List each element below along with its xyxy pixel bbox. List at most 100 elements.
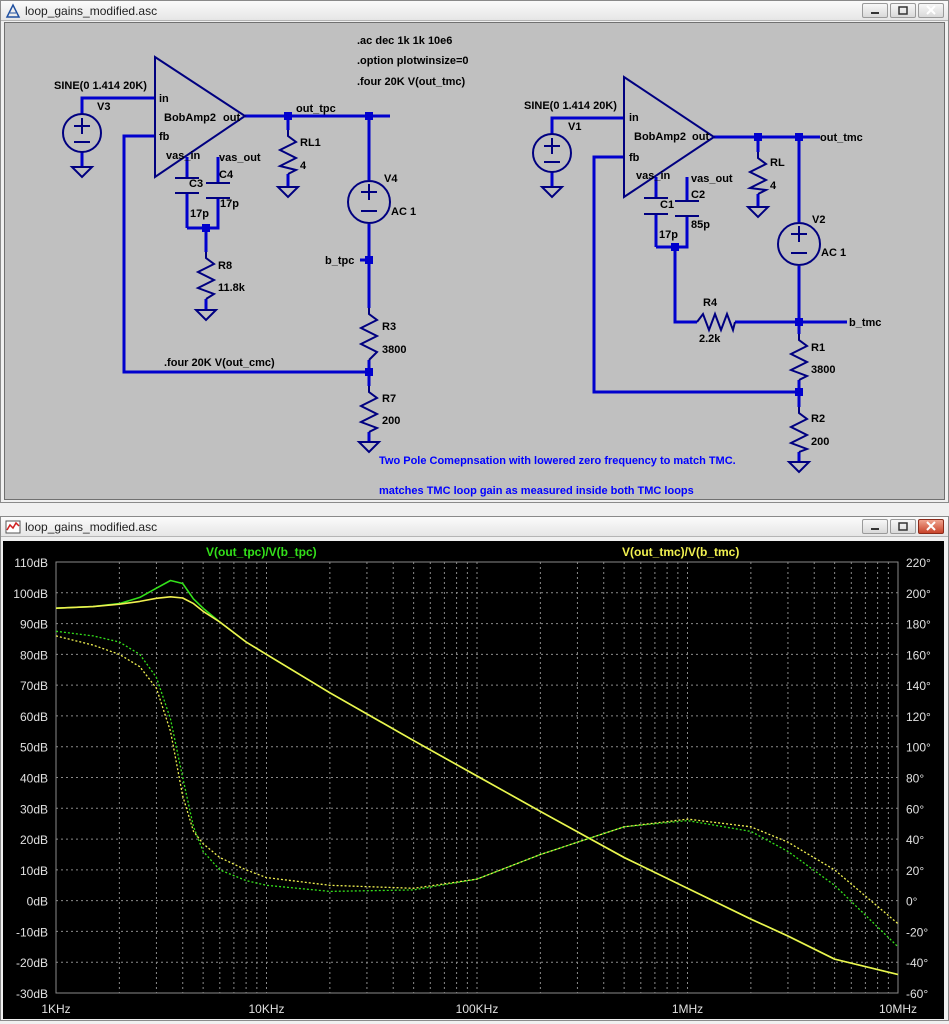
note-line-2: matches TMC loop gain as measured inside… <box>379 485 694 497</box>
out-tmc-label: out_tmc <box>820 132 863 144</box>
v3-name-label: V3 <box>97 101 110 113</box>
v1-name-label: V1 <box>568 121 581 133</box>
magnitude-trace-1 <box>55 595 899 976</box>
c1-value: 17p <box>659 229 678 241</box>
y2-tick-label: 100° <box>906 741 931 755</box>
minimize-button[interactable] <box>862 3 888 18</box>
r7-value: 200 <box>382 415 400 427</box>
phase-trace-2 <box>55 630 899 948</box>
plot-titlebar[interactable]: loop_gains_modified.asc <box>1 517 948 537</box>
y2-tick-label: 20° <box>906 864 924 878</box>
c3-name: C3 <box>189 178 203 190</box>
x-tick-label: 10KHz <box>248 1002 284 1016</box>
restore-icon <box>898 6 908 15</box>
plot-close-button[interactable] <box>918 519 944 534</box>
y2-axis-ticks: 220°200°180°160°140°120°100°80°60°40°20°… <box>906 556 931 1001</box>
v3-spec-label: SINE(0 1.414 20K) <box>54 80 147 92</box>
y2-tick-label: -40° <box>906 956 928 970</box>
v1-spec-label: SINE(0 1.414 20K) <box>524 100 617 112</box>
left-amp-name: BobAmp2 <box>164 112 216 124</box>
schematic-canvas[interactable]: SINE(0 1.414 20K) V3 in fb BobAmp2 out v… <box>4 22 945 500</box>
y-tick-label: 90dB <box>20 618 48 632</box>
y2-tick-label: 140° <box>906 679 931 693</box>
rl1-name: RL1 <box>300 137 321 149</box>
y-tick-label: 20dB <box>20 833 48 847</box>
schematic-drawing[interactable]: SINE(0 1.414 20K) V3 in fb BobAmp2 out v… <box>5 23 944 499</box>
left-pin-vas-out: vas_out <box>219 152 261 164</box>
source-v1-symbol <box>532 133 572 173</box>
r1-value: 3800 <box>811 364 835 376</box>
rl-value: 4 <box>770 180 777 192</box>
y2-tick-label: 40° <box>906 833 924 847</box>
y-tick-label: -20dB <box>16 956 48 970</box>
opamp-right <box>623 75 716 199</box>
restore-button[interactable] <box>890 3 916 18</box>
v2-name: V2 <box>812 214 825 226</box>
y-tick-label: 70dB <box>20 679 48 693</box>
source-v3-symbol <box>62 113 102 153</box>
source-v4-symbol <box>347 180 391 224</box>
directive-ac: .ac dec 1k 1k 10e6 <box>357 35 452 47</box>
y2-tick-label: 0° <box>906 895 918 909</box>
plot-minimize-button[interactable] <box>862 519 888 534</box>
opamp-left <box>154 55 247 179</box>
v4-value: AC 1 <box>391 206 416 218</box>
y2-tick-label: 80° <box>906 772 924 786</box>
b-tpc-label: b_tpc <box>325 255 354 267</box>
directive-four-cmc: .four 20K V(out_cmc) <box>164 357 275 369</box>
y2-tick-label: 220° <box>906 556 931 570</box>
left-pin-vas-in: vas_in <box>166 150 201 162</box>
close-icon <box>926 5 936 15</box>
legend-trace-tmc[interactable]: V(out_tmc)/V(b_tmc) <box>622 545 739 559</box>
y-tick-label: 80dB <box>20 648 48 662</box>
r1-name: R1 <box>811 342 825 354</box>
r2-value: 200 <box>811 436 829 448</box>
close-button[interactable] <box>918 3 944 18</box>
schematic-wires <box>80 96 847 462</box>
schematic-titlebar[interactable]: loop_gains_modified.asc <box>1 1 948 21</box>
directive-four-tmc: .four 20K V(out_tmc) <box>357 76 466 88</box>
right-pin-vas-in: vas_in <box>636 170 671 182</box>
note-line-1: Two Pole Comepnsation with lowered zero … <box>379 455 736 467</box>
v4-name: V4 <box>384 173 398 185</box>
minimize-icon <box>871 12 879 14</box>
x-tick-label: 10MHz <box>879 1002 917 1016</box>
plot-grid <box>55 561 899 994</box>
bode-plot[interactable]: 110dB100dB90dB80dB70dB60dB50dB40dB30dB20… <box>3 541 944 1019</box>
y-tick-label: -30dB <box>16 987 48 1001</box>
c2-value: 85p <box>691 219 710 231</box>
x-tick-label: 1KHz <box>41 1002 70 1016</box>
y-tick-label: 50dB <box>20 741 48 755</box>
junction-dots <box>202 112 803 396</box>
y-tick-label: 60dB <box>20 710 48 724</box>
plot-traces <box>55 579 899 976</box>
schematic-window-title: loop_gains_modified.asc <box>25 4 158 18</box>
plot-restore-button[interactable] <box>890 519 916 534</box>
y-tick-label: 110dB <box>14 556 48 570</box>
x-tick-label: 100KHz <box>456 1002 499 1016</box>
y-axis-ticks: 110dB100dB90dB80dB70dB60dB50dB40dB30dB20… <box>13 556 48 1001</box>
y2-tick-label: 120° <box>906 710 931 724</box>
y2-tick-label: -20° <box>906 925 928 939</box>
right-pin-out: out <box>692 131 709 143</box>
y2-tick-label: 60° <box>906 802 924 816</box>
schematic-window: loop_gains_modified.asc <box>0 0 949 503</box>
b-tmc-label: b_tmc <box>849 317 881 329</box>
y2-tick-label: 180° <box>906 618 931 632</box>
directive-option: .option plotwinsize=0 <box>357 55 469 67</box>
close-icon <box>926 521 936 531</box>
right-pin-vas-out: vas_out <box>691 173 733 185</box>
y-tick-label: -10dB <box>16 925 48 939</box>
legend-trace-tpc[interactable]: V(out_tpc)/V(b_tpc) <box>206 545 317 559</box>
ground-symbols <box>69 166 812 474</box>
c1-name: C1 <box>660 199 674 211</box>
y2-tick-label: -60° <box>906 987 928 1001</box>
v2-value: AC 1 <box>821 247 846 259</box>
phase-trace-3 <box>55 635 899 925</box>
r7-name: R7 <box>382 393 396 405</box>
left-pin-fb: fb <box>159 131 170 143</box>
x-tick-label: 1MHz <box>672 1002 703 1016</box>
r2-name: R2 <box>811 413 825 425</box>
capacitor-symbols <box>175 177 699 217</box>
